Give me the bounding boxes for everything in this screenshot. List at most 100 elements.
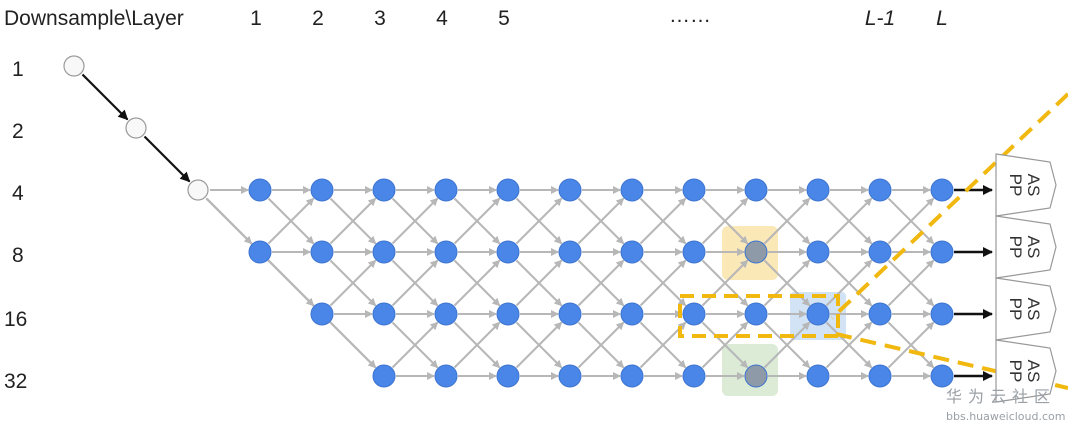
- cell-edge: [391, 197, 439, 245]
- cell-node: [744, 364, 768, 388]
- cell-edge: [453, 321, 501, 369]
- layer-label-1: 1: [250, 7, 262, 30]
- cell-node: [372, 240, 396, 264]
- aspp-block: ASPP: [995, 215, 1057, 279]
- cell-node: [620, 240, 644, 264]
- cell-node: [372, 364, 396, 388]
- cell-node: [620, 364, 644, 388]
- corner-label: Downsample\Layer: [4, 7, 184, 30]
- cell-edge: [577, 259, 625, 307]
- aspp-block: ASPP: [995, 277, 1057, 341]
- cell-edge: [267, 197, 315, 245]
- cell-node: [372, 178, 396, 202]
- cell-node: [620, 302, 644, 326]
- cell-edge: [639, 197, 687, 245]
- cell-edge: [887, 321, 935, 369]
- cell-node: [930, 364, 954, 388]
- downsample-labels: 1 2 4 8 16 32: [4, 58, 27, 393]
- cell-node: [310, 178, 334, 202]
- cell-node: [930, 302, 954, 326]
- cell-edge: [391, 321, 439, 369]
- layer-label-5: 5: [498, 7, 510, 30]
- aspp-shape: [995, 215, 1057, 279]
- cell-node: [682, 364, 706, 388]
- cell-node: [930, 178, 954, 202]
- downsample-label-32: 32: [4, 370, 27, 393]
- cell-edge: [329, 321, 377, 369]
- dashed-line-upper: [830, 92, 1068, 320]
- cell-node: [434, 178, 458, 202]
- cell-edge: [515, 197, 563, 245]
- cell-edge: [701, 321, 749, 369]
- cell-node: [558, 178, 582, 202]
- cell-edge: [453, 197, 501, 245]
- cell-edge: [701, 197, 749, 245]
- cell-node: [806, 364, 830, 388]
- cell-node: [682, 302, 706, 326]
- cell-node: [248, 178, 272, 202]
- cell-node: [372, 302, 396, 326]
- layer-label-l: L: [936, 7, 948, 30]
- layer-label-ellipsis: ……: [669, 4, 711, 27]
- stem-edge: [81, 73, 129, 121]
- aspp-shape: [995, 277, 1057, 341]
- network-nodes: [63, 55, 954, 388]
- cell-node: [868, 178, 892, 202]
- cell-edge: [763, 321, 811, 369]
- cell-node: [744, 240, 768, 264]
- aspp-shape: [995, 339, 1057, 403]
- downsample-label-16: 16: [4, 308, 27, 331]
- watermark-line-1: 华为云社区: [946, 387, 1056, 406]
- aspp-block: ASPP: [995, 339, 1057, 403]
- aspp-label: ASPP: [1006, 360, 1043, 383]
- cell-node: [434, 302, 458, 326]
- cell-edge: [825, 197, 873, 245]
- dashed-selection-box: [678, 294, 840, 338]
- cell-edge: [577, 197, 625, 245]
- cell-node: [744, 178, 768, 202]
- cell-node: [868, 364, 892, 388]
- dashed-annotations: [678, 92, 1068, 390]
- cell-edge: [577, 321, 625, 369]
- downsample-label-4: 4: [12, 182, 24, 205]
- cell-edge: [329, 259, 377, 307]
- cell-edge: [763, 197, 811, 245]
- layer-label-2: 2: [312, 7, 324, 30]
- stem-node: [187, 179, 209, 201]
- layer-labels: 1 2 3 4 5 …… L-1 L: [250, 4, 948, 30]
- cell-node: [310, 302, 334, 326]
- cell-node: [496, 302, 520, 326]
- network-edges: [81, 73, 993, 381]
- cell-node: [496, 240, 520, 264]
- cell-node: [682, 240, 706, 264]
- aspp-block: ASPP: [995, 153, 1057, 217]
- cell-edge: [391, 259, 439, 307]
- cell-edge: [887, 259, 935, 307]
- cell-edge: [515, 321, 563, 369]
- cell-node: [620, 178, 644, 202]
- stem-node: [63, 55, 85, 77]
- cell-node: [930, 240, 954, 264]
- stem-edge: [143, 135, 191, 183]
- layer-label-4: 4: [436, 7, 448, 30]
- layer-label-3: 3: [374, 7, 386, 30]
- cell-node: [558, 240, 582, 264]
- watermark-line-2: bbs.huaweicloud.com: [946, 410, 1065, 423]
- cell-node: [806, 178, 830, 202]
- cell-node: [806, 302, 830, 326]
- downsample-label-1: 1: [12, 58, 24, 81]
- aspp-shape: [995, 153, 1057, 217]
- cell-node: [310, 240, 334, 264]
- cell-node: [558, 302, 582, 326]
- cell-node: [248, 240, 272, 264]
- aspp-label: ASPP: [1006, 174, 1043, 197]
- downsample-label-2: 2: [12, 120, 24, 143]
- cell-edge: [887, 197, 935, 245]
- cell-node: [868, 240, 892, 264]
- cell-node: [434, 364, 458, 388]
- cell-node: [806, 240, 830, 264]
- cell-edge: [453, 259, 501, 307]
- downsample-label-8: 8: [12, 244, 24, 267]
- cell-edge: [825, 321, 873, 369]
